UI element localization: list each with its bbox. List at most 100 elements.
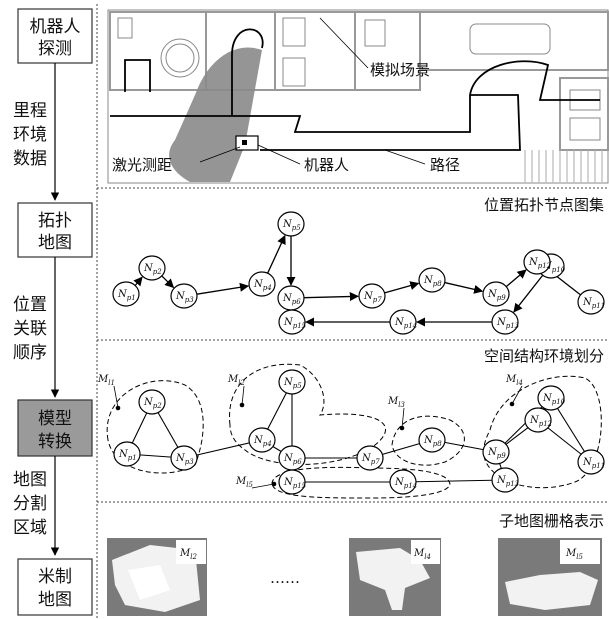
seg-node-p9	[482, 439, 510, 465]
flow-box-robot-detect	[17, 8, 93, 64]
topo-node-label-p5: Np5	[282, 219, 301, 232]
seg-node-p12	[524, 407, 552, 433]
seg-node-label-p7: Np7	[361, 453, 380, 466]
seg-node-label-p9: Np9	[487, 447, 506, 460]
seg-node-label-p15: Np15	[283, 477, 307, 490]
topo-node-label-p9: Np9	[487, 289, 506, 302]
segmentation-title: 空间结构环境划分	[484, 347, 604, 365]
topo-node-p11	[577, 289, 605, 315]
region-marker-l5	[271, 481, 277, 487]
region-marker-l2	[239, 402, 245, 408]
seg-node-p10	[537, 385, 565, 411]
region-label-l5: Ml5	[235, 476, 253, 489]
topo-node-label-p15: Np15	[283, 317, 307, 330]
submap-l5: Ml5	[498, 538, 602, 616]
rooms-right	[559, 77, 609, 151]
topo-node-label-p12: Np12	[528, 257, 552, 270]
edge-split-line2: 分割	[13, 494, 47, 514]
topo-node-p4	[248, 271, 276, 297]
topo-edge-p6-p7	[303, 291, 359, 302]
seg-node-label-p13: Np13	[496, 475, 520, 488]
seg-node-label-p2: Np2	[143, 397, 162, 410]
flow-box-robot-detect-line2: 探测	[38, 39, 72, 59]
seg-node-p11	[577, 449, 605, 475]
label-path: 路径	[430, 156, 460, 174]
topo-node-p12	[523, 249, 551, 275]
submap-l5-label: Ml5	[565, 548, 583, 561]
topo-node-p1	[112, 281, 140, 307]
region-label-l3: Ml3	[387, 396, 405, 409]
seg-node-p8	[418, 427, 446, 453]
topo-node-p15	[278, 309, 306, 335]
edge-split-line3: 区域	[13, 518, 47, 538]
topo-edge-p3-p4	[196, 282, 250, 295]
seg-node-p13	[491, 467, 519, 493]
edge-split-line1: 地图	[13, 470, 47, 490]
seg-node-label-p14: Np14	[394, 477, 417, 490]
region-marker-l1	[115, 405, 121, 411]
region-label-l2: Ml2	[227, 374, 245, 387]
seg-node-p3	[170, 445, 198, 471]
edge-position-line3: 顺序	[13, 343, 47, 363]
region-label-l4: Ml4	[505, 374, 523, 387]
topo-node-p14	[389, 309, 417, 335]
seg-node-label-p11: Np11	[582, 457, 605, 470]
seg-node-p2	[138, 389, 166, 415]
edge-position-line1: 位置	[13, 295, 47, 315]
label-robot: 机器人	[304, 156, 349, 174]
submaps-ellipsis: ……	[270, 569, 300, 587]
flow-box-model-convert-line2: 转换	[38, 432, 72, 452]
submap-l2: Ml2	[107, 538, 207, 616]
label-laser: 激光测距	[112, 156, 172, 174]
topo-edge-p7-p8	[384, 281, 420, 294]
topo-node-p9	[482, 281, 510, 307]
edge-position-line2: 关联	[13, 319, 47, 339]
topo-node-p7	[358, 283, 386, 309]
flow-box-metric-map	[17, 558, 93, 616]
submaps-title: 子地图栅格表示	[499, 512, 604, 530]
region-marker-l3	[399, 425, 405, 431]
flow-box-topo-map-line2: 地图	[38, 233, 72, 253]
seg-edge-p13-p14	[402, 479, 506, 483]
region-l3-boundary	[391, 415, 465, 466]
topo-node-label-p2: Np2	[143, 263, 162, 276]
region-boundaries	[106, 363, 602, 499]
topo-node-label-p7: Np7	[363, 291, 382, 304]
flow-box-metric-map-line1: 米制	[38, 567, 72, 587]
topo-edge-p9-p12	[505, 269, 527, 288]
seg-node-p7	[356, 445, 384, 471]
label-sim-scene: 模拟场景	[370, 61, 430, 79]
topo-edge-p1-p2	[133, 276, 143, 287]
seg-node-p5	[278, 369, 306, 395]
region-label-l1: Ml1	[97, 374, 115, 387]
edge-odometry-line3: 数据	[13, 149, 47, 169]
topology: 位置拓扑节点图集 Np1Np2Np3Np4Np5Np6Np7Np8Np9Np10…	[112, 196, 605, 335]
topo-node-label-p3: Np3	[175, 291, 194, 304]
submap-l2-label: Ml2	[179, 548, 197, 561]
topo-node-label-p11: Np11	[582, 297, 605, 310]
topo-edge-p2-p3	[161, 275, 175, 289]
seg-node-label-p1: Np1	[118, 449, 137, 462]
seg-node-label-p10: Np10	[542, 393, 566, 406]
flow-box-metric-map-line2: 地图	[38, 590, 72, 610]
topo-node-label-p6: Np6	[282, 293, 301, 306]
seg-node-label-p4: Np4	[253, 435, 272, 448]
topology-title: 位置拓扑节点图集	[484, 196, 604, 214]
topo-node-p8	[418, 267, 446, 293]
topo-node-p3	[170, 283, 198, 309]
edge-odometry-line1: 里程	[13, 101, 47, 121]
region-l5-boundary	[271, 466, 451, 499]
seg-node-label-p5: Np5	[283, 377, 302, 390]
seg-node-p4	[248, 427, 276, 453]
topo-node-p2	[138, 255, 166, 281]
flow-box-topo-map-line1: 拓扑	[38, 211, 72, 231]
topo-node-p5	[277, 211, 305, 237]
region-marker-l4	[509, 401, 515, 407]
robot-path	[110, 28, 600, 151]
region-l2-boundary	[229, 363, 387, 465]
seg-node-p14	[389, 469, 417, 495]
region-l1-boundary	[106, 380, 204, 474]
topo-edge-p10-p13	[513, 274, 544, 313]
